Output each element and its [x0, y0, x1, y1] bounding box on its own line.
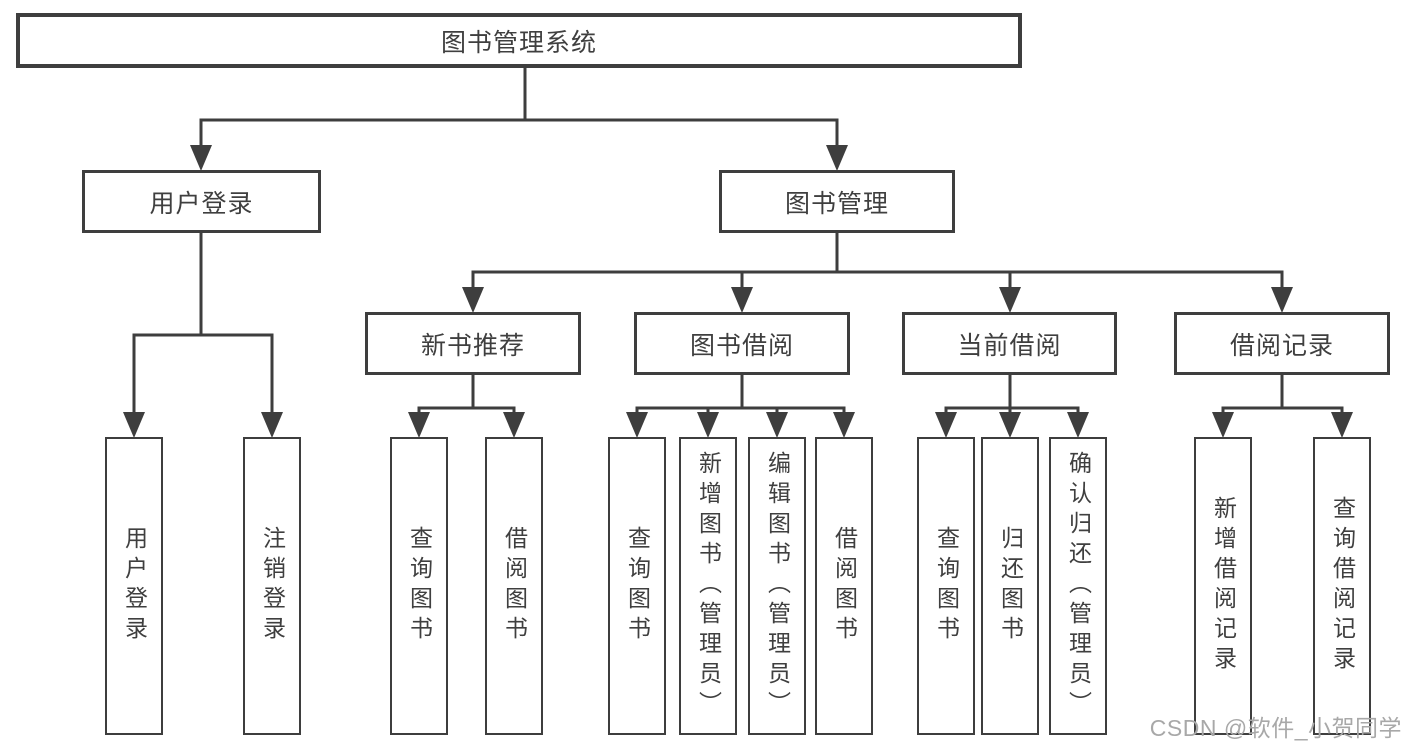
leaf-logout: 注销登录: [243, 437, 301, 735]
leaf-nb-query-books: 查询图书: [390, 437, 448, 735]
leaf-label: 查询借阅记录: [1329, 496, 1356, 676]
node-current-borrowing: 当前借阅: [902, 312, 1117, 375]
node-book-management: 图书管理: [719, 170, 955, 233]
leaf-bb-query-books: 查询图书: [608, 437, 666, 735]
leaf-br-add-record: 新增借阅记录: [1194, 437, 1252, 735]
csdn-watermark: CSDN @软件_小贺同学: [1149, 715, 1402, 741]
leaf-label: 借阅图书: [831, 526, 858, 646]
leaf-bb-add-books-admin: 新增图书（管理员）: [679, 437, 737, 735]
node-library-system: 图书管理系统: [16, 13, 1022, 68]
leaf-label: 查询图书: [624, 526, 651, 646]
arrowheads: [123, 145, 1353, 438]
leaf-label: 新增借阅记录: [1210, 496, 1237, 676]
leaf-label: 归还图书: [997, 526, 1024, 646]
leaf-cb-confirm-return-admin: 确认归还（管理员）: [1049, 437, 1107, 735]
leaf-label: 注销登录: [259, 526, 286, 646]
node-user-login: 用户登录: [82, 170, 321, 233]
leaf-br-query-record: 查询借阅记录: [1313, 437, 1371, 735]
node-book-borrowing: 图书借阅: [634, 312, 850, 375]
leaf-label: 编辑图书（管理员）: [764, 451, 791, 721]
leaf-nb-borrow-books: 借阅图书: [485, 437, 543, 735]
leaf-label: 查询图书: [933, 526, 960, 646]
leaf-bb-borrow-books: 借阅图书: [815, 437, 873, 735]
leaf-label: 新增图书（管理员）: [695, 451, 722, 721]
leaf-label: 借阅图书: [501, 526, 528, 646]
leaf-cb-query-books: 查询图书: [917, 437, 975, 735]
node-new-book-recommendation: 新书推荐: [365, 312, 581, 375]
leaf-label: 查询图书: [406, 526, 433, 646]
leaf-cb-return-books: 归还图书: [981, 437, 1039, 735]
leaf-label: 用户登录: [121, 526, 148, 646]
node-borrowing-records: 借阅记录: [1174, 312, 1390, 375]
leaf-user-login: 用户登录: [105, 437, 163, 735]
leaf-bb-edit-books-admin: 编辑图书（管理员）: [748, 437, 806, 735]
leaf-label: 确认归还（管理员）: [1065, 451, 1092, 721]
